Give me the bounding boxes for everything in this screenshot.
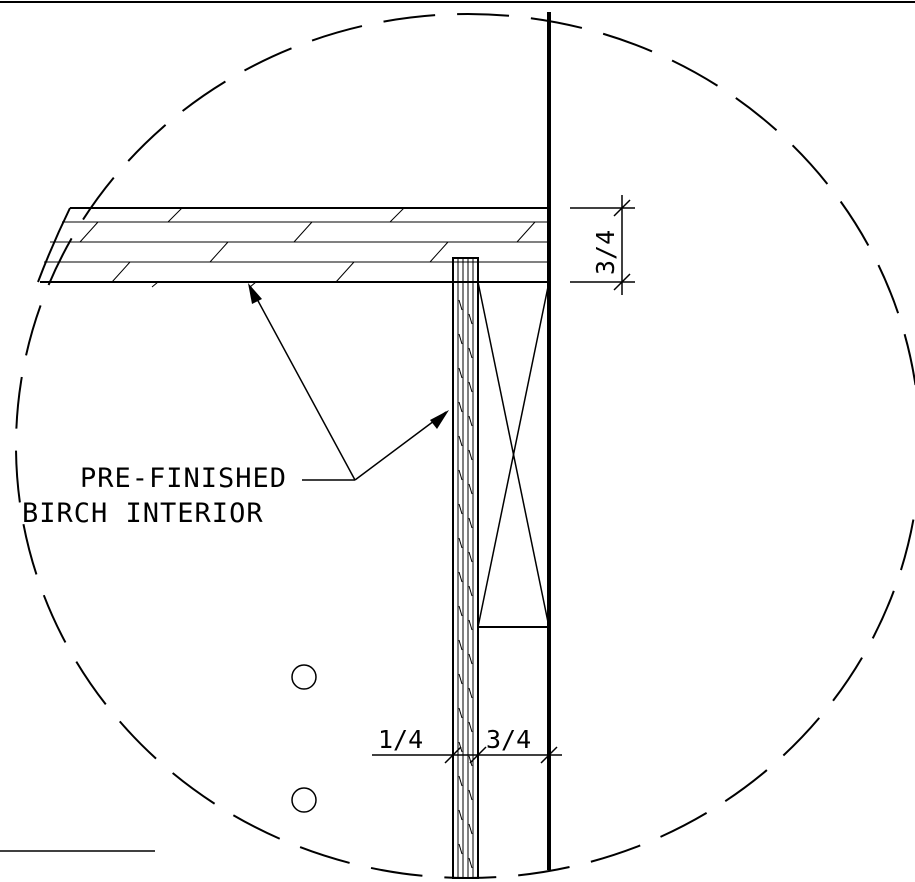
panel-hatch-mark <box>468 585 473 597</box>
panel-hatch-mark <box>458 571 463 583</box>
panel-hatch-mark <box>458 299 463 311</box>
arrowhead-shelf <box>248 283 262 304</box>
panel-hatch-mark <box>458 367 463 379</box>
dimension-panel-thickness: 1/4 3/4 <box>372 725 562 764</box>
panel-hatch-mark <box>458 775 463 787</box>
panel-hatch-mark <box>468 313 473 325</box>
panel-hatch-mark <box>468 551 473 563</box>
shelf-thickness-label: 3/4 <box>591 230 620 275</box>
panel-hatch-mark <box>458 673 463 685</box>
panel-hatch-mark <box>468 347 473 359</box>
panel-hatch-mark <box>468 687 473 699</box>
panel-thickness-label: 1/4 <box>378 725 423 754</box>
panel-hatch-mark <box>468 483 473 495</box>
dimension-shelf-thickness: 3/4 <box>570 195 635 295</box>
stud-blocking <box>477 281 550 628</box>
detail-boundary-circle <box>15 13 915 879</box>
panel-hatch-mark <box>468 449 473 461</box>
hole-marker-lower <box>291 787 317 813</box>
panel-hatch-mark <box>468 619 473 631</box>
panel-hatch-mark <box>458 809 463 821</box>
panel-hatch-mark <box>468 517 473 529</box>
panel-hatch-mark <box>458 707 463 719</box>
panel-hatch-mark <box>458 469 463 481</box>
panel-hatch-mark <box>458 333 463 345</box>
panel-hatch-mark <box>468 381 473 393</box>
panel-hatch-mark <box>468 789 473 801</box>
panel-hatch-mark <box>458 843 463 855</box>
panel-hatch-mark <box>458 537 463 549</box>
panel-hatch-mark <box>468 755 473 767</box>
panel-hatch-mark <box>458 605 463 617</box>
panel-hatch-mark <box>468 653 473 665</box>
callout-leaders <box>248 283 449 481</box>
birch-panel <box>452 257 479 879</box>
hole-marker-upper <box>291 664 317 690</box>
panel-hatch-mark <box>468 721 473 733</box>
panel-hatch-mark <box>458 435 463 447</box>
callout-line-2: BIRCH INTERIOR <box>22 498 264 529</box>
panel-hatch-mark <box>458 639 463 651</box>
arrowhead-panel <box>430 410 449 429</box>
callout-line-1: PRE-FINISHED <box>80 463 287 494</box>
panel-hatch-mark <box>468 823 473 835</box>
panel-hatch-mark <box>468 857 473 869</box>
panel-hatch-mark <box>458 503 463 515</box>
panel-hatch-mark <box>458 401 463 413</box>
panel-hatch-mark <box>468 415 473 427</box>
birch-shelf <box>37 207 549 288</box>
stud-depth-label: 3/4 <box>486 725 531 754</box>
